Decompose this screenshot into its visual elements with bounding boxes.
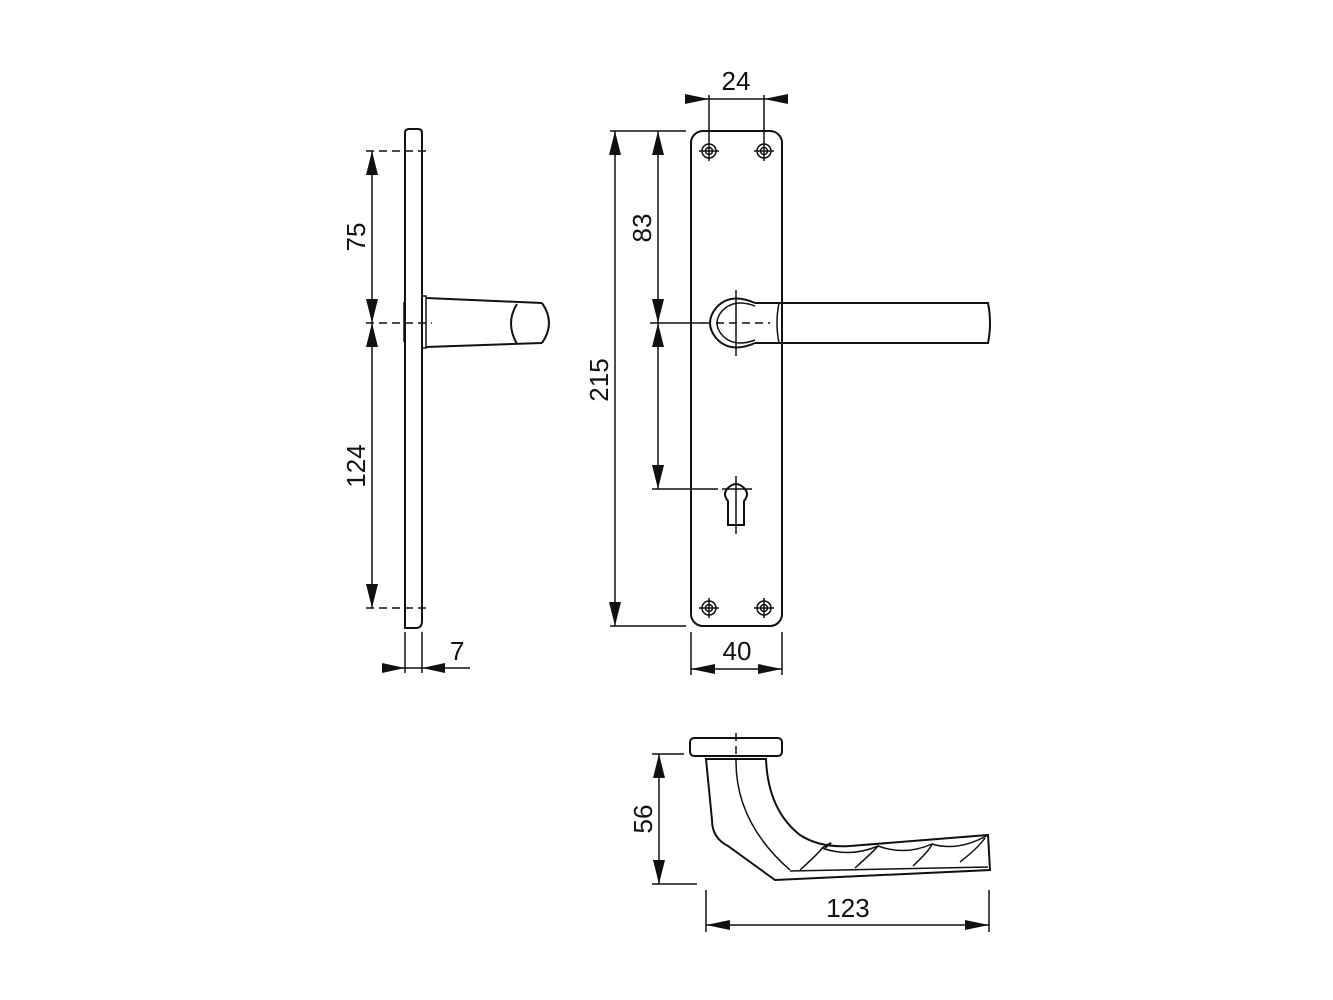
front-plate: [690, 130, 783, 627]
side-handle: [425, 297, 543, 348]
dim-215: 215: [584, 358, 614, 401]
top-view: 56 123: [628, 733, 992, 932]
screw-hole-icon: [754, 598, 774, 618]
dim-7: 7: [450, 636, 464, 666]
dim-24: 24: [722, 66, 751, 96]
dim-83: 83: [627, 214, 657, 243]
keyhole-icon: [722, 476, 752, 534]
side-plate: [404, 128, 423, 629]
front-view: 24 215 83 40: [584, 66, 991, 675]
dim-56: 56: [628, 805, 658, 834]
dim-123: 123: [826, 893, 869, 923]
side-view: 75 124 7: [341, 128, 550, 673]
top-lever: [704, 758, 992, 882]
dim-40: 40: [723, 636, 752, 666]
dim-75: 75: [341, 223, 371, 252]
screw-hole-icon: [754, 141, 774, 161]
dim-124: 124: [341, 444, 371, 487]
front-lever: [755, 302, 991, 344]
side-rose: [421, 295, 427, 349]
screw-hole-icon: [699, 141, 719, 161]
screw-hole-icon: [699, 598, 719, 618]
